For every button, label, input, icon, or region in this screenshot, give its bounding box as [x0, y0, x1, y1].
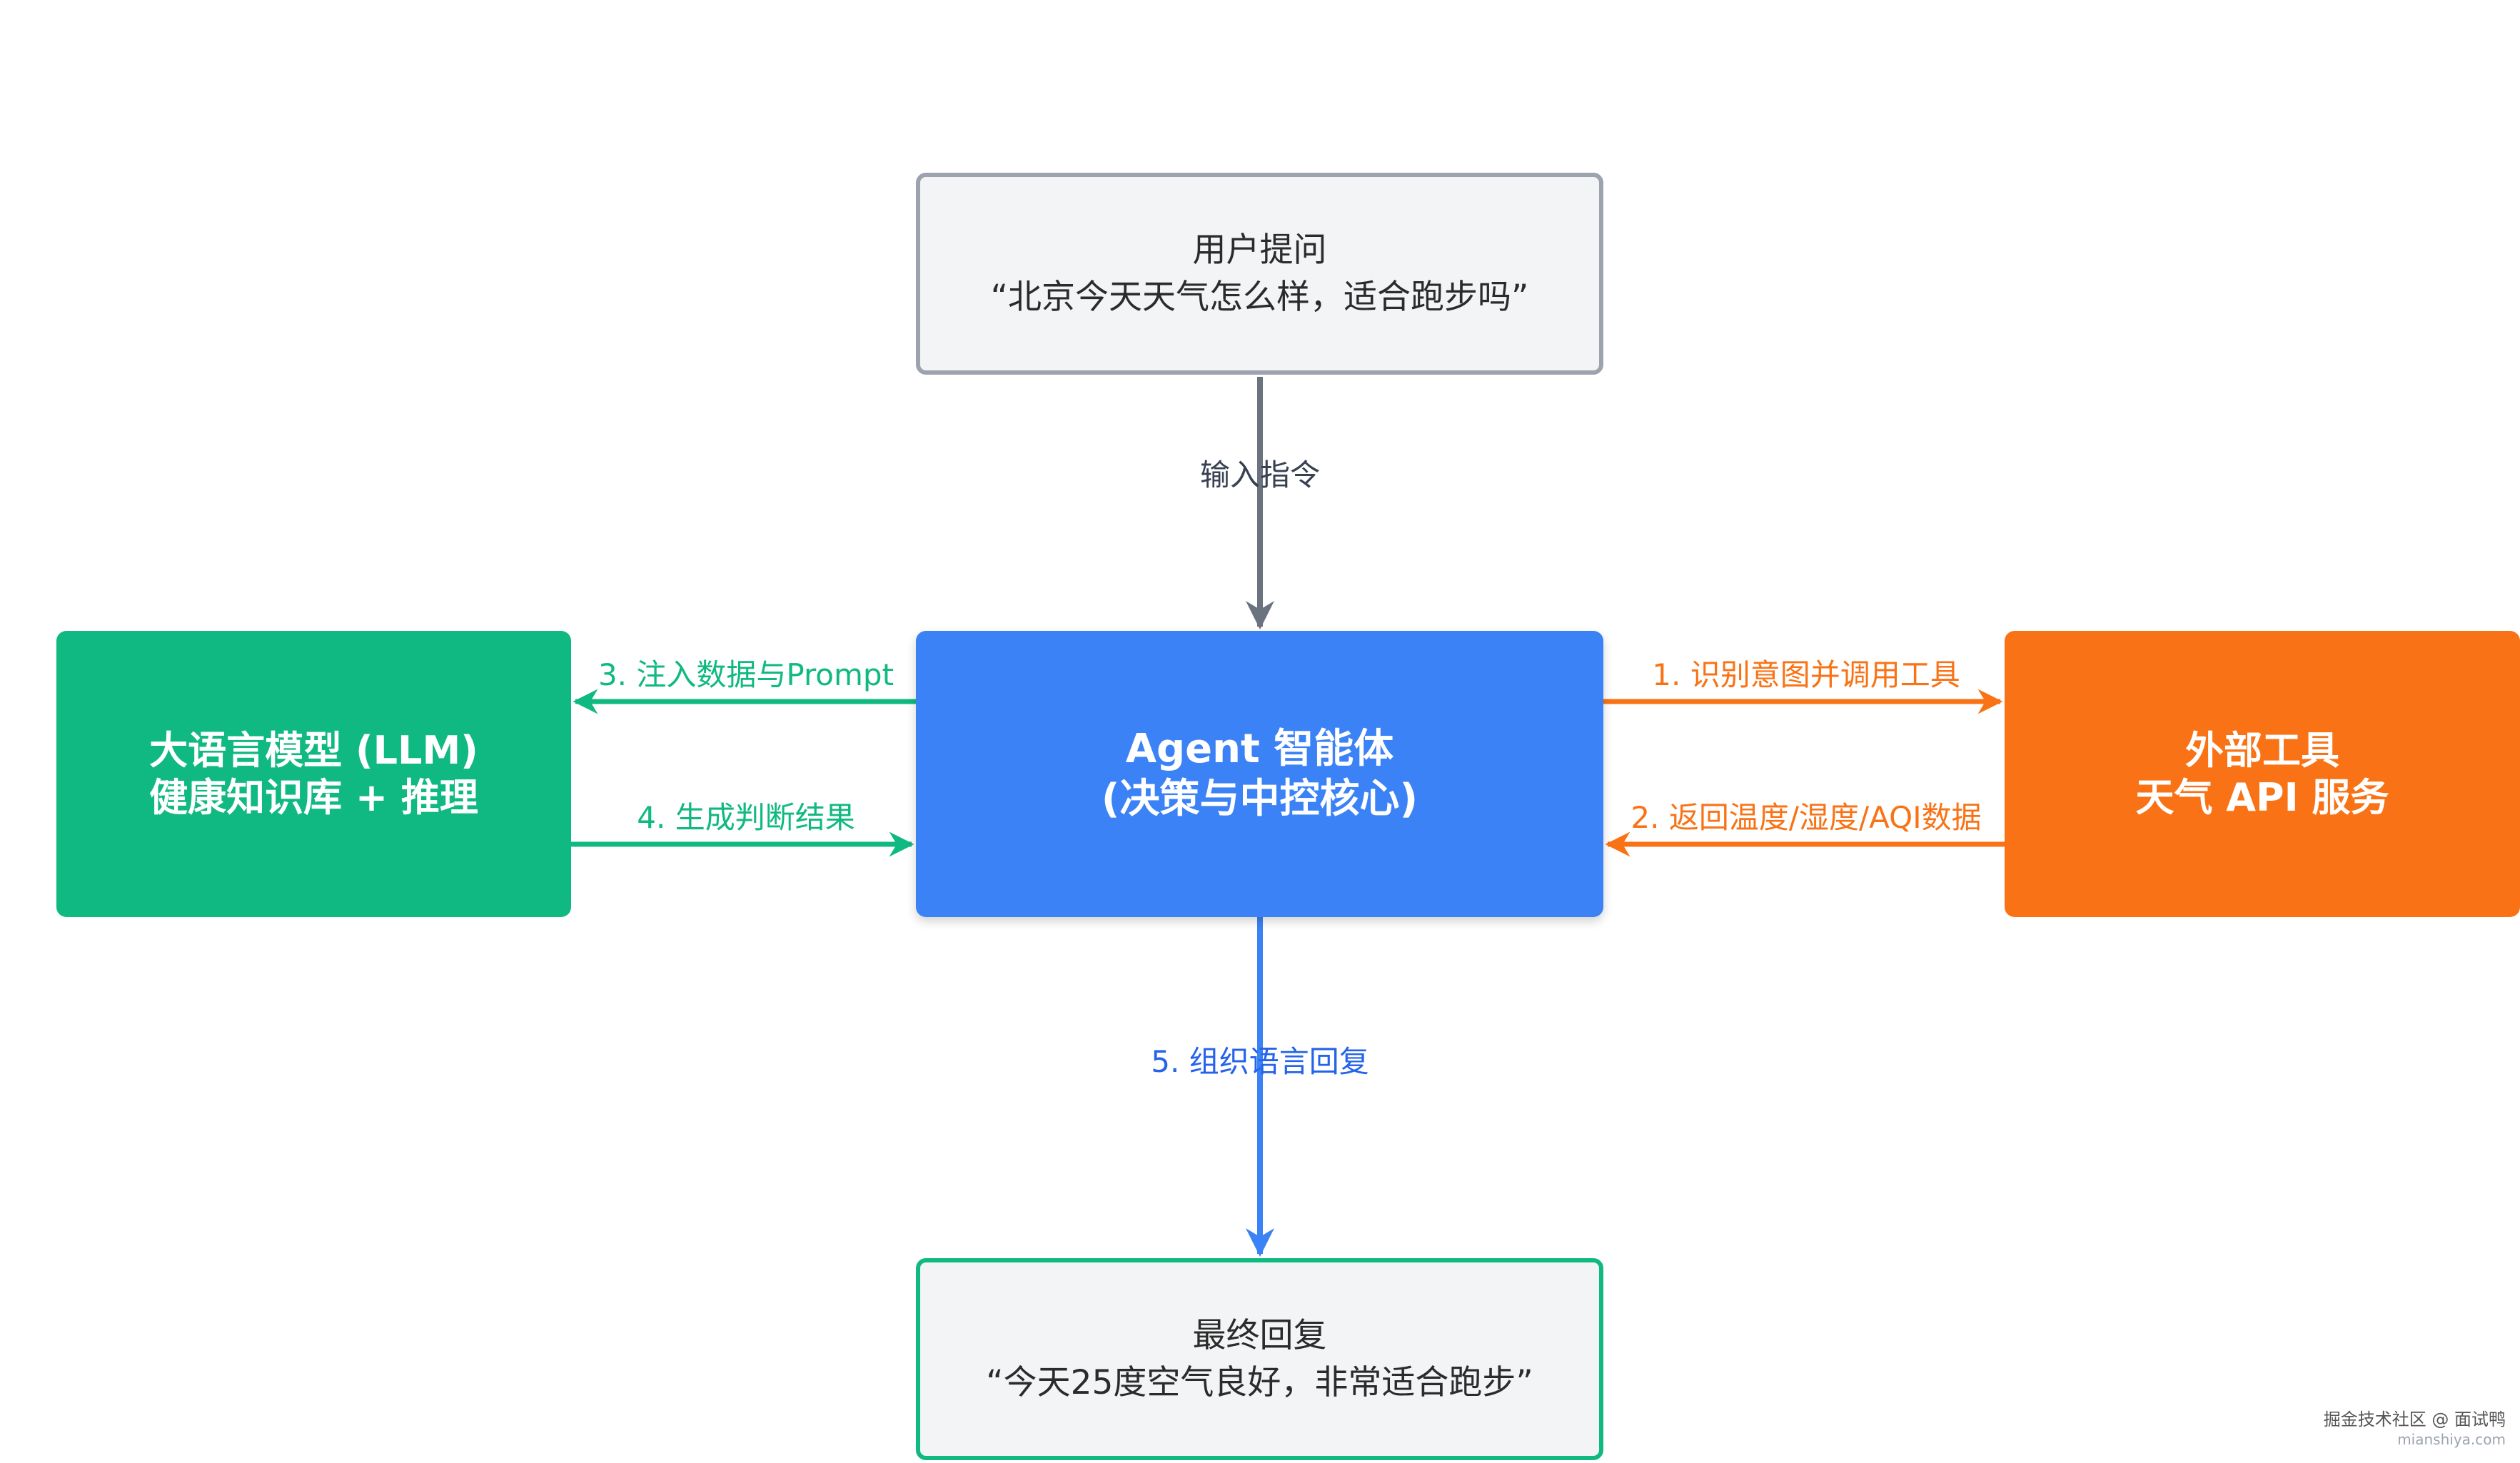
final-reply-text: “今天25度空气良好，非常适合跑步” [986, 1362, 1533, 1402]
final-reply-title: 最终回复 [1192, 1315, 1327, 1355]
final-reply-node: 最终回复 “今天25度空气良好，非常适合跑步” [916, 1258, 1603, 1460]
user-question-node: 用户提问 “北京今天天气怎么样，适合跑步吗” [916, 173, 1603, 375]
llm-node: 大语言模型 (LLM) 健康知识库 + 推理 [56, 631, 571, 917]
watermark-url: mianshiya.com [2397, 1431, 2506, 1448]
user-question-title: 用户提问 [1192, 230, 1327, 270]
tool-title: 外部工具 [2185, 727, 2339, 773]
agent-title: Agent 智能体 [1125, 725, 1394, 772]
user-question-text: “北京今天天气怎么样，适合跑步吗” [990, 277, 1529, 317]
tool-node: 外部工具 天气 API 服务 [2005, 631, 2520, 917]
edge-label-judge: 4. 生成判断结果 [637, 800, 855, 835]
agent-node: Agent 智能体 (决策与中控核心) [916, 631, 1603, 917]
watermark-text: 掘金技术社区 @ 面试鸭 [2323, 1409, 2506, 1429]
llm-title: 大语言模型 (LLM) [149, 727, 478, 773]
edge-label-identify: 1. 识别意图并调用工具 [1652, 657, 1960, 692]
tool-subtitle: 天气 API 服务 [2135, 774, 2389, 820]
edge-label-reply: 5. 组织语言回复 [1151, 1044, 1369, 1079]
edge-label-inject: 3. 注入数据与Prompt [598, 657, 894, 692]
watermark: 掘金技术社区 @ 面试鸭 mianshiya.com [2324, 1409, 2506, 1449]
edge-label-input: 输入指令 [1199, 457, 1321, 492]
agent-subtitle: (决策与中控核心) [1101, 775, 1418, 822]
llm-subtitle: 健康知识库 + 推理 [149, 774, 478, 820]
edge-label-return: 2. 返回温度/湿度/AQI数据 [1631, 800, 1982, 835]
